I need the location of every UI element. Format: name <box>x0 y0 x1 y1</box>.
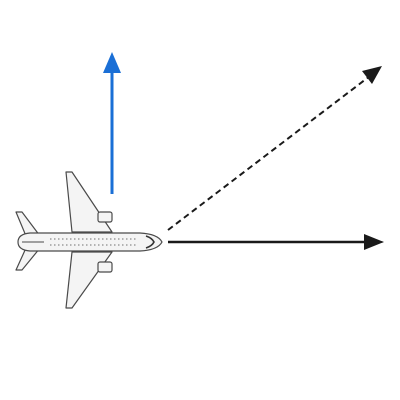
diagonal-arrowhead-icon <box>362 66 382 84</box>
cockpit <box>145 235 155 249</box>
airplane-icon <box>15 171 163 309</box>
horizontal-vector-arrow <box>168 234 384 250</box>
arrows <box>103 52 384 250</box>
upper-engine <box>97 211 113 223</box>
fuselage <box>17 232 163 252</box>
upper-wing <box>65 171 113 233</box>
diagonal-vector-arrow <box>167 66 382 231</box>
horizontal-arrowhead-icon <box>364 234 384 250</box>
upward-arrowhead-icon <box>103 52 121 73</box>
lower-wing <box>65 251 113 309</box>
lower-engine <box>97 261 113 273</box>
upward-vector-arrow <box>103 52 121 194</box>
